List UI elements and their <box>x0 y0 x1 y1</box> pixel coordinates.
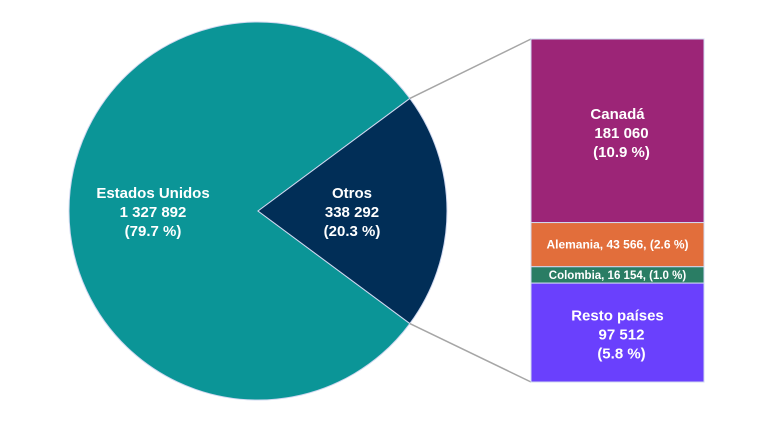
bar-label-canada-1: 181 060 <box>594 125 648 142</box>
pie-slice-otros <box>257 97 448 325</box>
bar-segment-alemania <box>530 222 705 268</box>
pie-slice-estados-unidos <box>68 21 411 401</box>
pie-label-otros-2: (20.3 %) <box>324 223 381 240</box>
bar-label-resto-paises-1: 97 512 <box>599 327 645 344</box>
bar-segment-resto-paises <box>530 282 705 383</box>
bar-label-alemania: Alemania, 43 566, (2.6 %) <box>546 238 688 252</box>
bar-label-canada-0: Canadá <box>590 106 645 123</box>
pie-label-otros-1: 338 292 <box>325 204 379 221</box>
connector-line-bottom <box>409 322 532 383</box>
pie-label-otros-0: Otros <box>332 185 372 202</box>
bar-label-colombia: Colombia, 16 154, (1.0 %) <box>549 270 687 282</box>
bar-label-resto-paises-2: (5.8 %) <box>597 346 645 363</box>
pie-label-estados-unidos-1: 1 327 892 <box>120 204 187 221</box>
bar-label-resto-paises-0: Resto países <box>571 308 664 325</box>
pie-label-estados-unidos-0: Estados Unidos <box>96 185 209 202</box>
pie-label-estados-unidos-2: (79.7 %) <box>125 223 182 240</box>
bar-label-canada-2: (10.9 %) <box>593 144 650 161</box>
bar-segment-canada <box>530 38 705 224</box>
connector-line-top <box>409 38 532 100</box>
